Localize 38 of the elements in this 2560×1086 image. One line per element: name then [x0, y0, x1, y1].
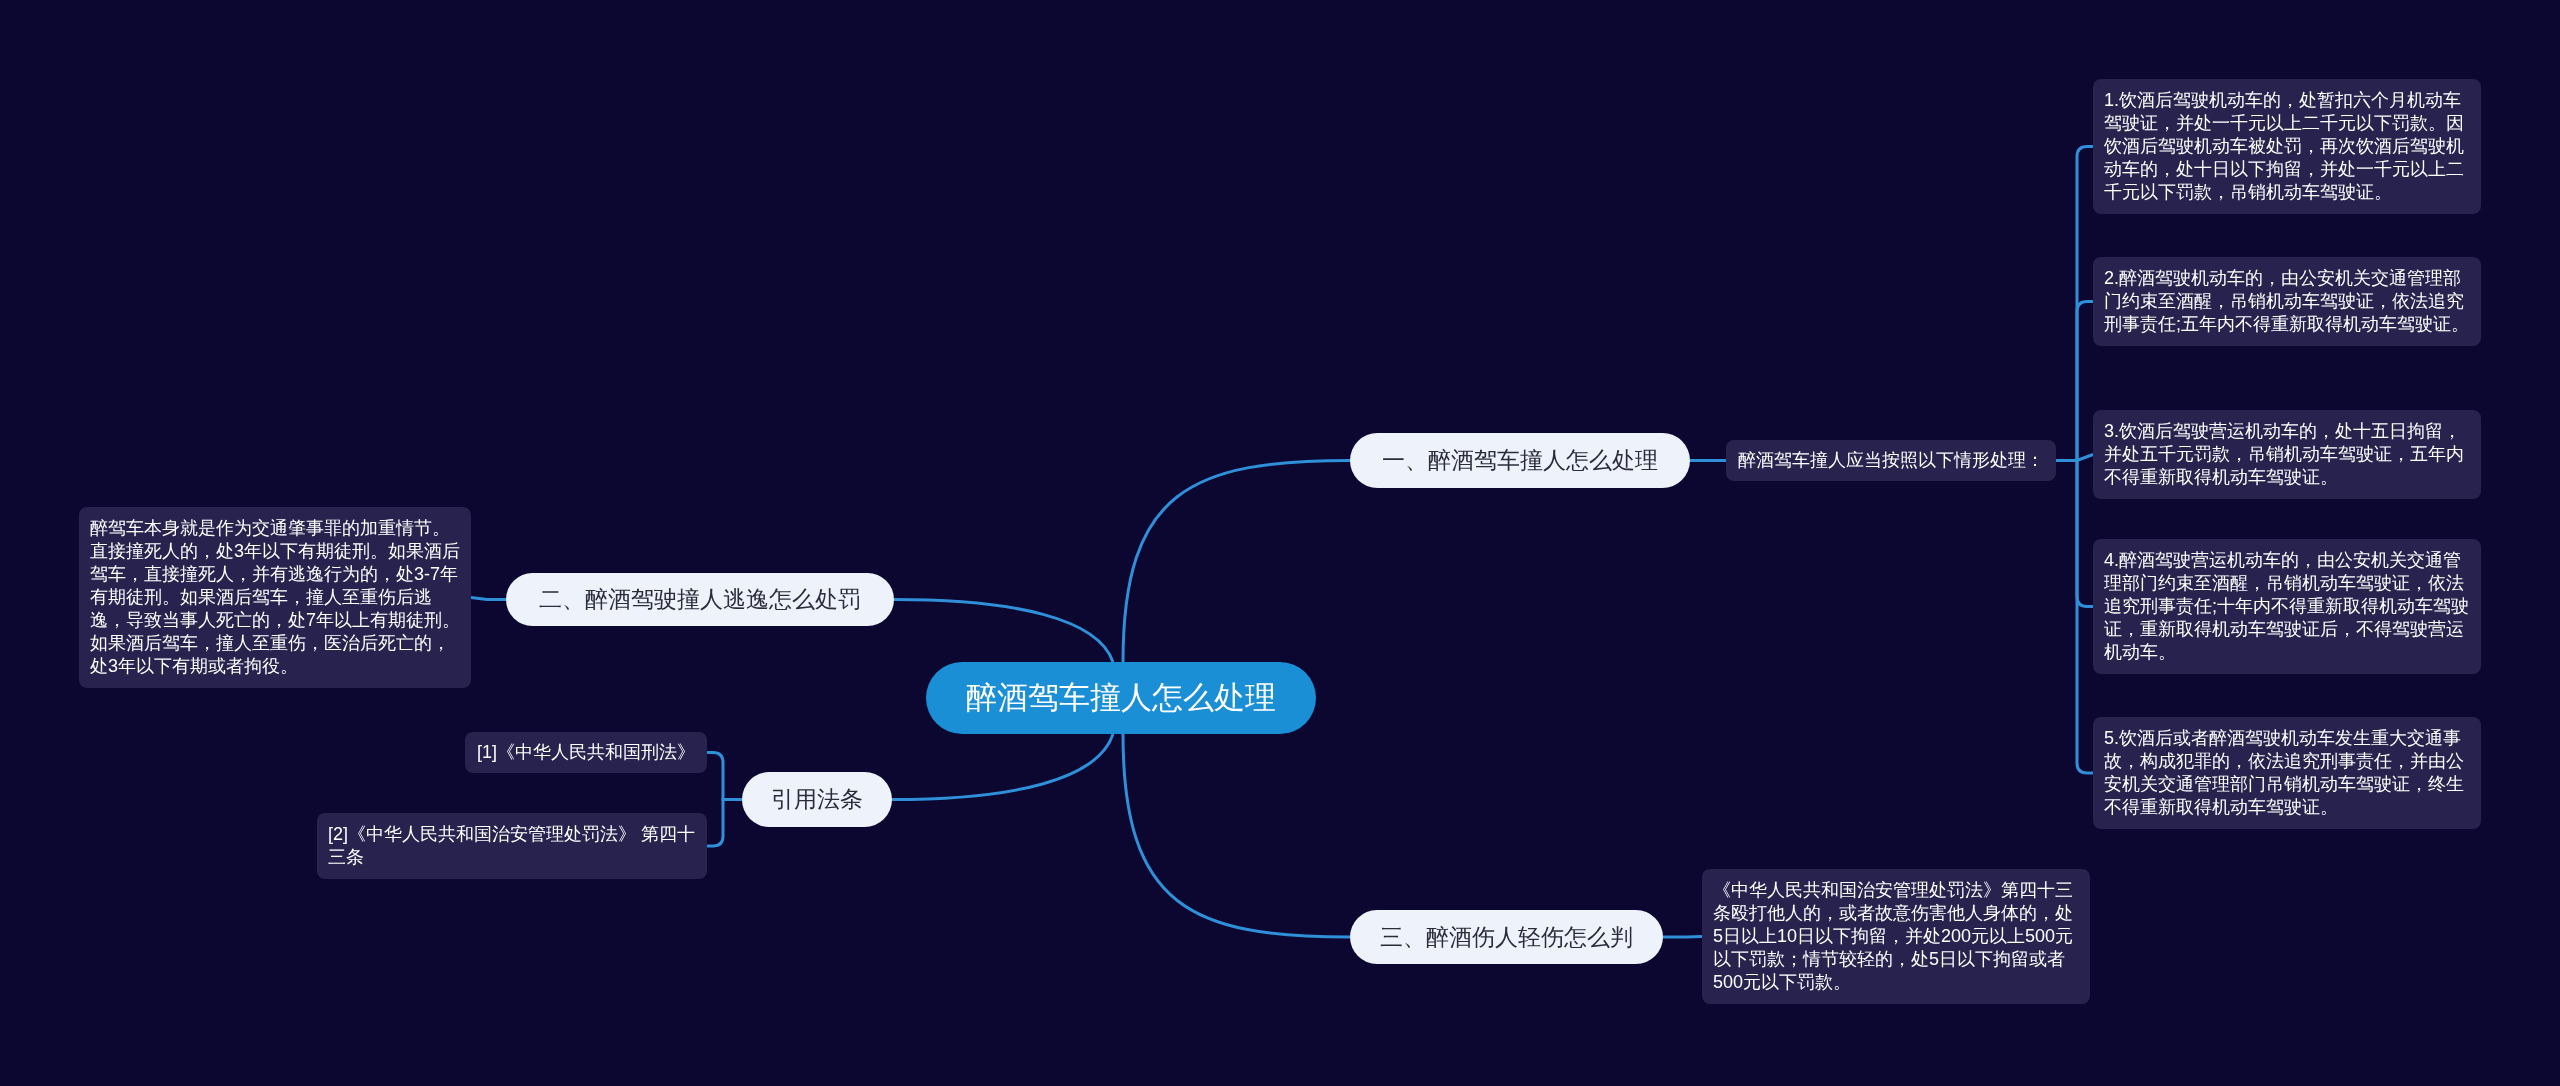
note-card: [465, 732, 707, 773]
topic-label: 三、醉酒伤人轻伤怎么判: [1380, 922, 1633, 952]
note-text: 醉驾车本身就是作为交通肇事罪的加重情节。直接撞死人的，处3年以下有期徒刑。如果酒后驾车，直接撞死人，并有逃逸行为的，处3-7年有期徒刑。如果酒后驾车，撞人至重伤后逃逸，导致当事人死亡的，处7年以上有期徒刑。如果酒后驾车，撞人至重伤，医治后死亡的，处3年以下有期或者拘役。: [90, 517, 460, 678]
note-card: [2093, 717, 2481, 829]
connector-line: [1663, 935, 1703, 939]
topic-label: 一、醉酒驾车撞人怎么处理: [1382, 446, 1658, 475]
connector-line: [707, 798, 742, 848]
note-card: [2093, 79, 2481, 214]
note-card: [317, 813, 707, 879]
connector-line: [891, 733, 1115, 801]
note-card: [2093, 257, 2481, 346]
note-card: [79, 507, 471, 688]
note-text: 2.醉酒驾驶机动车的，由公安机关交通管理部门约束至酒醒，吊销机动车驾驶证，依法追究刑事责任;五年内不得重新取得机动车驾驶证。: [2104, 267, 2470, 336]
note-card: [1726, 440, 2056, 481]
note-card: [2093, 539, 2481, 674]
connector-line: [1690, 459, 1726, 462]
connector-line: [470, 596, 506, 601]
topic-title: 醉酒驾车撞人怎么处理: [966, 679, 1276, 717]
topic-label: 二、醉酒驾驶撞人逃逸怎么处罚: [539, 585, 861, 614]
note-text: 《中华人民共和国治安管理处罚法》第四十三条殴打他人的，或者故意伤害他人身体的，处5日以上10日以下拘留，并处200元以上500元以下罚款；情节较轻的，处5日以下拘留或者500元以下罚款。: [1713, 879, 2075, 994]
connector-line: [2056, 459, 2093, 775]
note-text: 3.饮酒后驾驶营运机动车的，处十五日拘留，并处五千元罚款，吊销机动车驾驶证，五年内不得重新取得机动车驾驶证。: [2104, 420, 2465, 489]
note-text: 醉酒驾车撞人应当按照以下情形处理：: [1738, 449, 2044, 472]
note-card: [1702, 869, 2090, 1004]
branch-topic-pill: [742, 772, 892, 827]
note-text: 4.醉酒驾驶营运机动车的，由公安机关交通管理部门约束至酒醒，吊销机动车驾驶证，依法追究刑事责任;十年内不得重新取得机动车驾驶证，重新取得机动车驾驶证后，不得驾驶营运机动车。: [2104, 549, 2470, 664]
note-text: [1]《中华人民共和国刑法》: [477, 741, 695, 764]
branch-topic-pill: [1350, 910, 1663, 964]
branch-topic-pill: [506, 573, 894, 626]
note-text: [2]《中华人民共和国治安管理处罚法》 第四十三条: [328, 823, 696, 869]
connector-line: [1121, 459, 1351, 663]
note-text: 5.饮酒后或者醉酒驾驶机动车发生重大交通事故，构成犯罪的，依法追究刑事责任，并由公安机关交通管理部门吊销机动车驾驶证，终生不得重新取得机动车驾驶证。: [2104, 727, 2465, 819]
note-card: [2093, 410, 2481, 499]
branch-topic-pill: [1350, 433, 1690, 488]
connector-line: [1121, 733, 1351, 939]
note-text: 1.饮酒后驾驶机动车的，处暂扣六个月机动车驾驶证，并处一千元以上二千元以下罚款。因饮酒后驾驶机动车被处罚，再次饮酒后驾驶机动车的，处十日以下拘留，并处一千元以上二千元以下罚款，吊销机动车驾驶证。: [2104, 89, 2465, 204]
topic-label: 引用法条: [771, 785, 863, 814]
connector-line: [893, 598, 1115, 663]
